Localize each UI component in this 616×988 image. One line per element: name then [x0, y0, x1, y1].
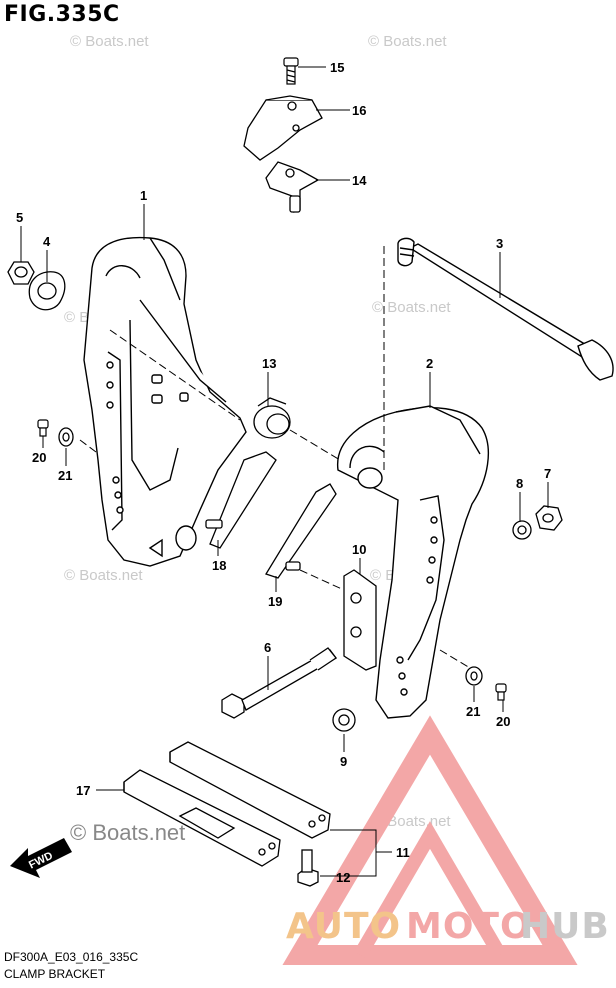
callout-21-left: 21 [58, 468, 72, 483]
brand-text-hub: HUB [520, 906, 610, 947]
callout-15: 15 [330, 60, 344, 75]
nut-7 [535, 505, 563, 531]
callout-2: 2 [426, 356, 433, 371]
callout-12: 12 [336, 870, 350, 885]
nut-5 [7, 261, 35, 285]
bolt-15 [283, 57, 299, 85]
screw-20-right [495, 683, 507, 701]
callout-16: 16 [352, 103, 366, 118]
watermark-text: © Boats.net [64, 567, 143, 584]
figure-title: FIG.335C [4, 2, 120, 27]
screw-20-left [37, 419, 49, 437]
washer-8 [512, 520, 532, 540]
leader-lines [20, 66, 549, 877]
washer-21-right [465, 666, 483, 686]
callout-labels: 15 16 14 1 5 4 3 13 2 20 21 7 8 10 18 19… [16, 60, 551, 885]
plate-18 [205, 451, 277, 549]
bracket-14 [265, 161, 320, 213]
brand-text-moto: MOTO [406, 906, 532, 947]
watermark-text: © Boats.net [70, 33, 149, 50]
callout-20-right: 20 [496, 714, 510, 729]
bolt-12 [297, 849, 319, 887]
washer-plate-4 [28, 271, 66, 311]
pad-17 [123, 769, 281, 867]
callout-7: 7 [544, 466, 551, 481]
brand-logo-triangle [282, 715, 578, 965]
callout-1: 1 [140, 188, 147, 203]
plate-19 [265, 483, 337, 579]
callout-6: 6 [264, 640, 271, 655]
watermark-text: © Boats.net [372, 299, 451, 316]
bolt-6 [221, 647, 337, 719]
figure-name: CLAMP BRACKET [4, 967, 106, 981]
callout-9: 9 [340, 754, 347, 769]
callout-18: 18 [212, 558, 226, 573]
washer-9 [332, 708, 356, 732]
tilt-tube-3 [397, 237, 614, 381]
callout-8: 8 [516, 476, 523, 491]
callout-5: 5 [16, 210, 23, 225]
clamp-bracket-right-2 [337, 405, 489, 719]
callout-4: 4 [43, 234, 51, 249]
callout-19: 19 [268, 594, 282, 609]
watermark-big-text: © Boats.net [70, 820, 185, 845]
brand-text-auto: AUTO [286, 906, 402, 947]
callout-17: 17 [76, 783, 90, 798]
fwd-label: FWD [27, 850, 55, 872]
nut-13 [253, 397, 291, 439]
figure-code: DF300A_E03_016_335C [4, 950, 139, 964]
callout-11: 11 [396, 845, 410, 860]
cover-plate-16 [243, 95, 323, 161]
callout-10: 10 [352, 542, 366, 557]
callout-20-left: 20 [32, 450, 46, 465]
clamp-bracket-left-1 [83, 236, 247, 567]
callout-14: 14 [352, 173, 367, 188]
callout-3: 3 [496, 236, 503, 251]
watermark-text: © Boats.net [368, 33, 447, 50]
pad-11 [169, 741, 331, 839]
washer-21-left [58, 427, 74, 447]
forward-arrow-icon: FWD [10, 838, 72, 878]
callout-21-right: 21 [466, 704, 480, 719]
callout-13: 13 [262, 356, 276, 371]
plate-10 [343, 569, 377, 671]
